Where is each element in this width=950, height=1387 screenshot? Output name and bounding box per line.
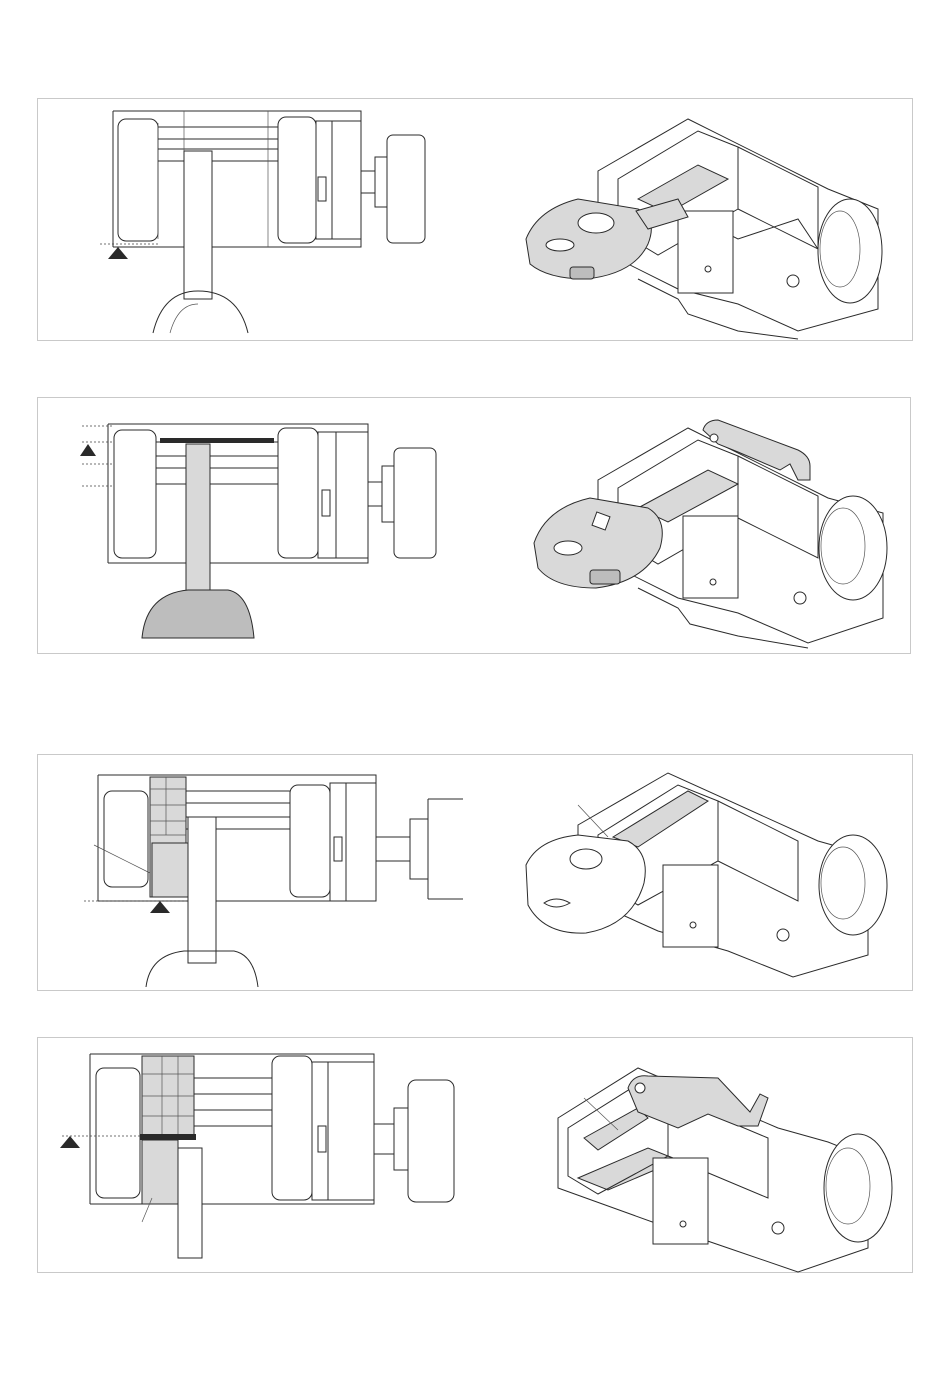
diagram-panel-1: [37, 98, 913, 341]
diagram-panel-4: [37, 1037, 913, 1273]
shim-plate: [140, 1134, 196, 1140]
diagram-panel-3: [37, 754, 913, 991]
vise-isometric-view: [558, 1068, 892, 1272]
vise-front-view: [60, 1054, 454, 1258]
panel-4-drawing: [38, 1038, 914, 1274]
alignment-marker-icon: [108, 247, 128, 259]
vise-front-view: [100, 111, 425, 333]
diagram-panel-2: [37, 397, 911, 654]
vise-front-view: [84, 775, 463, 987]
panel-1-drawing: [38, 99, 914, 342]
vise-front-view: [80, 424, 436, 638]
alignment-marker-icon: [80, 444, 96, 456]
panel-2-drawing: [38, 398, 912, 655]
clamp-jaw-highlight: [142, 1140, 178, 1204]
alignment-marker-icon: [60, 1136, 80, 1148]
shim-plate: [160, 438, 274, 443]
vise-isometric-view: [534, 420, 887, 648]
alignment-marker-icon: [150, 901, 170, 913]
vise-isometric-view: [526, 119, 882, 339]
panel-3-drawing: [38, 755, 914, 992]
clamp-jaw-highlight: [152, 843, 188, 897]
vise-isometric-view: [526, 773, 887, 977]
